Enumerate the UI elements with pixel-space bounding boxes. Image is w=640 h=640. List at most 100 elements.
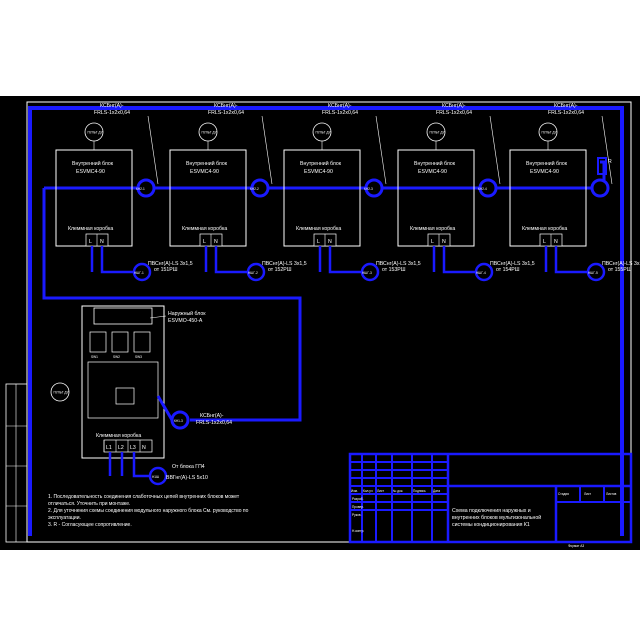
power-source-label: от 152РШ: [268, 267, 292, 273]
terminal-pin-l: L: [203, 239, 206, 245]
terminal-box-label: Клеммная коробка: [182, 226, 227, 232]
switch-label: SW1: [91, 355, 98, 359]
note-line: 2. Для уточнения схемы соединения модуль…: [48, 508, 249, 514]
power-node: [132, 262, 152, 282]
outdoor-pin-L2: L2: [118, 445, 124, 451]
junction-node: [136, 178, 156, 198]
indoor-unit-model: ESVMC4-90: [304, 169, 333, 175]
junction-node: [364, 178, 384, 198]
power-wire: [204, 246, 248, 274]
terminal-pin-l: L: [543, 239, 546, 245]
format-label: Формат А3: [568, 544, 584, 548]
note-line: эксплуатации.: [48, 515, 81, 521]
power-source-label: от 155РШ: [608, 267, 632, 273]
title-role: Разраб.: [352, 497, 364, 501]
indoor-cable-label-2: FRLS-1х2х0,64: [94, 110, 130, 116]
margin-strip: [5, 383, 28, 543]
terminal-box-label: Клеммная коробка: [410, 226, 455, 232]
power-cable-label: ПВСнг(А)-LS 3х1,5: [602, 261, 640, 267]
power-source-label: от 151РШ: [154, 267, 178, 273]
note-line: 3. R - Согласующее сопротивление.: [48, 522, 132, 528]
outdoor-power-node: [148, 466, 168, 486]
indoor-cable-label: КСБнг(А)-: [328, 103, 352, 109]
indoor-unit-model: ESVMC4-90: [76, 169, 105, 175]
junction-node: [250, 178, 270, 198]
indoor-cable-label: КСБнг(А)-: [100, 103, 124, 109]
terminator-label: R: [608, 159, 612, 165]
terminal-box-label: Клеммная коробка: [522, 226, 567, 232]
indoor-cable-label-2: FRLS-1х2х0,64: [208, 110, 244, 116]
terminal-box-label: Клеммная коробка: [68, 226, 113, 232]
title-column-label: Изм.: [351, 489, 358, 493]
indoor-unit-title: Внутренний блок: [300, 160, 342, 167]
power-cable-label: ПВСнг(А)-LS 3х1,5: [262, 261, 307, 267]
outdoor-cable-label: КСБнг(А)-: [200, 413, 224, 419]
outdoor-title: Наружный блок: [168, 310, 206, 317]
indoor-unit-model: ESVMC4-90: [418, 169, 447, 175]
junction-label: КН2-4: [478, 187, 487, 191]
remote-label: ПУЛЬТ ДУ: [316, 131, 332, 135]
outdoor-power-cable: ВВГнг(А)-LS 5х10: [166, 475, 208, 481]
outdoor-switch: [89, 331, 107, 353]
indoor-cable-label-2: FRLS-1х2х0,64: [436, 110, 472, 116]
power-wire: [318, 246, 362, 274]
outdoor-power-source: От блока ГП4: [172, 464, 205, 470]
drawing-title: внутренних блоков мультизональной: [452, 514, 541, 521]
drawing-title: системы кондиционирования К1: [452, 522, 530, 528]
junction-label: КН2-1: [136, 187, 145, 191]
title-role: Провер.: [352, 505, 364, 509]
terminal-box-label: Клеммная коробка: [296, 226, 341, 232]
outdoor-model: ESVMO-450-A: [168, 318, 203, 324]
control-board: [87, 361, 159, 419]
title-column-label: Лист: [377, 489, 384, 493]
terminal-pin-l: L: [89, 239, 92, 245]
power-node: [246, 262, 266, 282]
power-source-label: от 153РШ: [382, 267, 406, 273]
power-cable-label: ПВСнг(А)-LS 3х1,5: [490, 261, 535, 267]
switch-label: SW3: [135, 355, 142, 359]
power-source-label: от 154РШ: [496, 267, 520, 273]
indoor-unit-title: Внутренний блок: [186, 160, 228, 167]
remote-label: ПУЛЬТ ДУ: [88, 131, 104, 135]
indoor-unit-model: ESVMC4-90: [190, 169, 219, 175]
remote-label: ПУЛЬТ ДУ: [430, 131, 446, 135]
title-role: Руков.: [352, 513, 362, 517]
power-tag: НШГ-2: [248, 271, 258, 275]
power-wire: [432, 246, 476, 274]
title-column-label: Дата: [433, 489, 440, 493]
terminal-pin-n: N: [100, 239, 104, 245]
indoor-cable-label: КСБнг(А)-: [442, 103, 466, 109]
junction-node: [590, 178, 610, 198]
outdoor-pin-L3: L3: [130, 445, 136, 451]
power-wire: [544, 246, 588, 274]
stage-label: Стадия: [558, 492, 569, 496]
power-tag: НШГ-1: [134, 271, 144, 275]
outdoor-junction-label: КН1-3: [174, 419, 183, 423]
outdoor-power-tag: Н1Ш: [152, 475, 159, 479]
title-column-label: Кол.уч: [363, 489, 373, 493]
sheets-label: Листов: [606, 492, 617, 496]
junction-label: КН2-3: [364, 187, 373, 191]
junction-label: КН2-2: [250, 187, 259, 191]
terminator-resistor: R: [597, 157, 612, 175]
power-node: [360, 262, 380, 282]
remote-label: ПУЛЬТ ДУ: [202, 131, 218, 135]
indoor-unit-title: Внутренний блок: [72, 160, 114, 167]
power-tag: НШГ-4: [476, 271, 486, 275]
outdoor-cable-label-2: FRLS-1х2х0,64: [196, 420, 232, 426]
frame-bus: [28, 106, 624, 536]
terminal-pin-n: N: [328, 239, 332, 245]
indoor-cable-label: КСБнг(А)-: [554, 103, 578, 109]
power-node: [586, 262, 606, 282]
power-tag: НШГ-3: [362, 271, 372, 275]
power-node: [474, 262, 494, 282]
comm-loop: [42, 188, 302, 422]
power-tag: НШГ-5: [588, 271, 598, 275]
